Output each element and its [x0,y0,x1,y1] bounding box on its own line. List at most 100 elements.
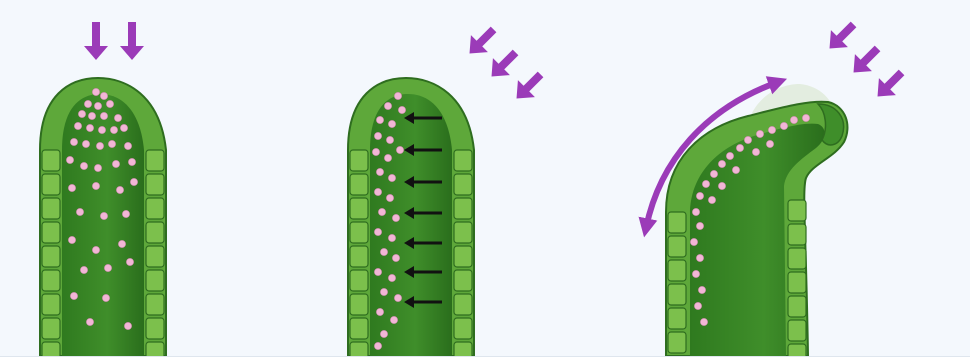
auxin-dot [114,114,121,121]
auxin-dot [70,292,77,299]
auxin-dot [710,170,717,177]
auxin-dot [130,178,137,185]
epidermal-cell [350,246,368,267]
epidermal-cell [668,332,686,353]
auxin-dot [768,126,775,133]
light-arrow-icon [120,22,144,60]
auxin-dot [92,246,99,253]
auxin-dot [372,148,379,155]
auxin-dot [736,144,743,151]
panel-side-light [348,21,549,356]
auxin-dot [102,294,109,301]
auxin-dot [78,110,85,117]
light-arrow-icon [869,64,910,105]
auxin-dot [390,316,397,323]
auxin-dot [126,258,133,265]
auxin-dot [124,322,131,329]
epidermal-cell [42,318,60,339]
auxin-dot [92,88,99,95]
epidermal-cell [146,174,164,195]
auxin-dot [374,132,381,139]
light-arrow-icon [845,40,886,81]
epidermal-cell [788,344,806,356]
epidermal-cell [146,198,164,219]
auxin-dot [766,140,773,147]
auxin-dot [692,270,699,277]
auxin-dot [392,214,399,221]
auxin-dot [718,182,725,189]
auxin-dot [76,208,83,215]
epidermal-cell [350,222,368,243]
light-arrow-icon [508,66,549,107]
auxin-dot [388,174,395,181]
auxin-dot [718,160,725,167]
auxin-dot [732,166,739,173]
epidermal-cell [454,318,472,339]
epidermal-cell [454,294,472,315]
epidermal-cell [350,150,368,171]
panel-curvature [646,16,910,356]
epidermal-cell [668,308,686,329]
auxin-dot [388,234,395,241]
light-arrow-icon [84,22,108,60]
epidermal-cell [146,342,164,356]
auxin-dot [74,122,81,129]
shoot-tip-2 [348,78,474,356]
epidermal-cell [146,294,164,315]
auxin-dot [394,294,401,301]
epidermal-cell [454,246,472,267]
auxin-dot [726,152,733,159]
epidermal-cell [454,222,472,243]
auxin-dot [702,180,709,187]
epidermal-cell [350,270,368,291]
auxin-dot [384,102,391,109]
auxin-dot [696,222,703,229]
auxin-dot [80,162,87,169]
epidermal-cell [42,198,60,219]
light-arrows-top [84,22,144,60]
epidermal-cell [350,318,368,339]
auxin-dot [108,140,115,147]
auxin-dot [68,236,75,243]
auxin-dot [84,100,91,107]
auxin-dot [374,188,381,195]
epidermal-cell [42,270,60,291]
epidermal-cell [788,272,806,293]
epidermal-cell [42,246,60,267]
epidermal-cell [788,200,806,221]
auxin-dot [780,122,787,129]
auxin-dot [110,126,117,133]
auxin-dot [694,302,701,309]
auxin-dot [380,330,387,337]
epidermal-cell [42,342,60,356]
auxin-dot [756,130,763,137]
epidermal-cell [668,284,686,305]
auxin-dot [394,92,401,99]
auxin-dot [696,254,703,261]
epidermal-cell [668,236,686,257]
epidermal-cell [788,248,806,269]
auxin-dot [70,138,77,145]
epidermal-cell [350,342,368,356]
auxin-dot [100,112,107,119]
auxin-dot [698,286,705,293]
shoot-tip-1 [40,78,166,356]
epidermal-cell [146,222,164,243]
auxin-dot [82,140,89,147]
auxin-dot [80,266,87,273]
auxin-dot [128,158,135,165]
epidermal-cell [788,224,806,245]
auxin-dot [94,102,101,109]
auxin-dot [398,106,405,113]
auxin-dot [700,318,707,325]
auxin-dot [106,100,113,107]
auxin-dot [88,112,95,119]
auxin-dot [376,308,383,315]
auxin-dot [802,114,809,121]
auxin-dot [388,120,395,127]
auxin-dot [696,192,703,199]
auxin-dot [86,124,93,131]
auxin-dot [376,168,383,175]
auxin-dot [376,116,383,123]
